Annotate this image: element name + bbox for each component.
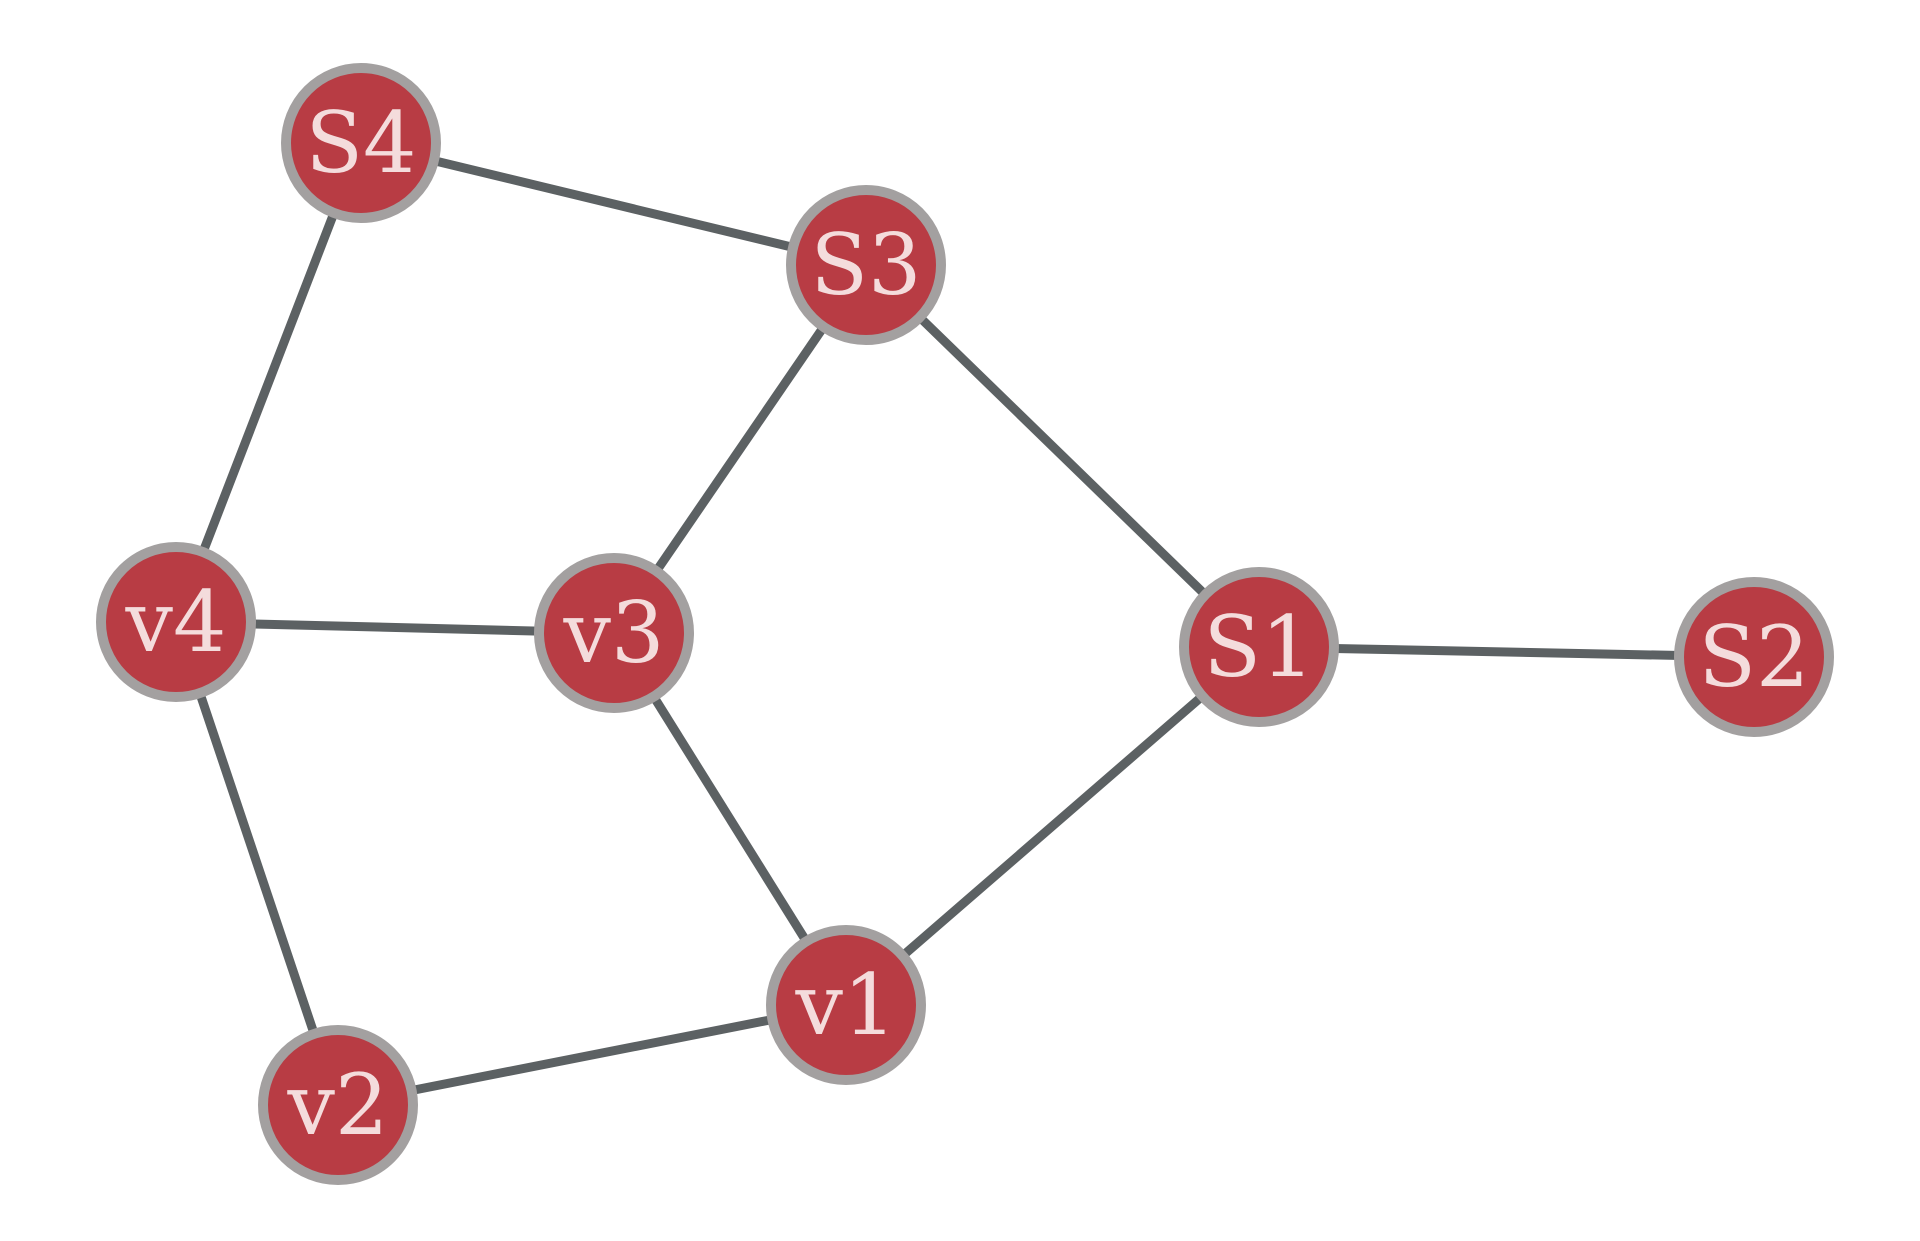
node-circle-S2 bbox=[1674, 577, 1834, 737]
edge-layer bbox=[171, 138, 1755, 1110]
node-circle-v4 bbox=[96, 542, 256, 702]
node-S2: S2 bbox=[1674, 577, 1834, 737]
edge-S3-S1 bbox=[862, 261, 1263, 651]
node-label-S1: S1 bbox=[1204, 598, 1315, 696]
edge-S4-v4 bbox=[171, 141, 366, 624]
node-circle-v3 bbox=[534, 553, 694, 713]
node-circle-S3 bbox=[786, 185, 946, 345]
node-label-v4: v4 bbox=[125, 573, 227, 671]
node-label-v2: v2 bbox=[287, 1056, 389, 1154]
node-circle-v2 bbox=[258, 1025, 418, 1185]
node-label-S3: S3 bbox=[811, 216, 922, 314]
node-v3: v3 bbox=[534, 553, 694, 713]
node-S4: S4 bbox=[281, 63, 441, 223]
node-label-v3: v3 bbox=[563, 584, 665, 682]
edge-v2-v1 bbox=[337, 1000, 847, 1110]
edge-S1-S2 bbox=[1258, 642, 1755, 662]
node-label-S4: S4 bbox=[306, 94, 417, 192]
node-circle-v1 bbox=[766, 925, 926, 1085]
node-v4: v4 bbox=[96, 542, 256, 702]
edge-S4-S3 bbox=[359, 138, 868, 270]
node-v1: v1 bbox=[766, 925, 926, 1085]
edge-S1-v1 bbox=[843, 643, 1262, 1009]
node-label-S2: S2 bbox=[1699, 608, 1810, 706]
edge-v4-v2 bbox=[171, 620, 343, 1107]
node-circle-S1 bbox=[1179, 567, 1339, 727]
node-S3: S3 bbox=[786, 185, 946, 345]
node-S1: S1 bbox=[1179, 567, 1339, 727]
node-label-v1: v1 bbox=[795, 956, 897, 1054]
node-v2: v2 bbox=[258, 1025, 418, 1185]
node-circle-S4 bbox=[281, 63, 441, 223]
